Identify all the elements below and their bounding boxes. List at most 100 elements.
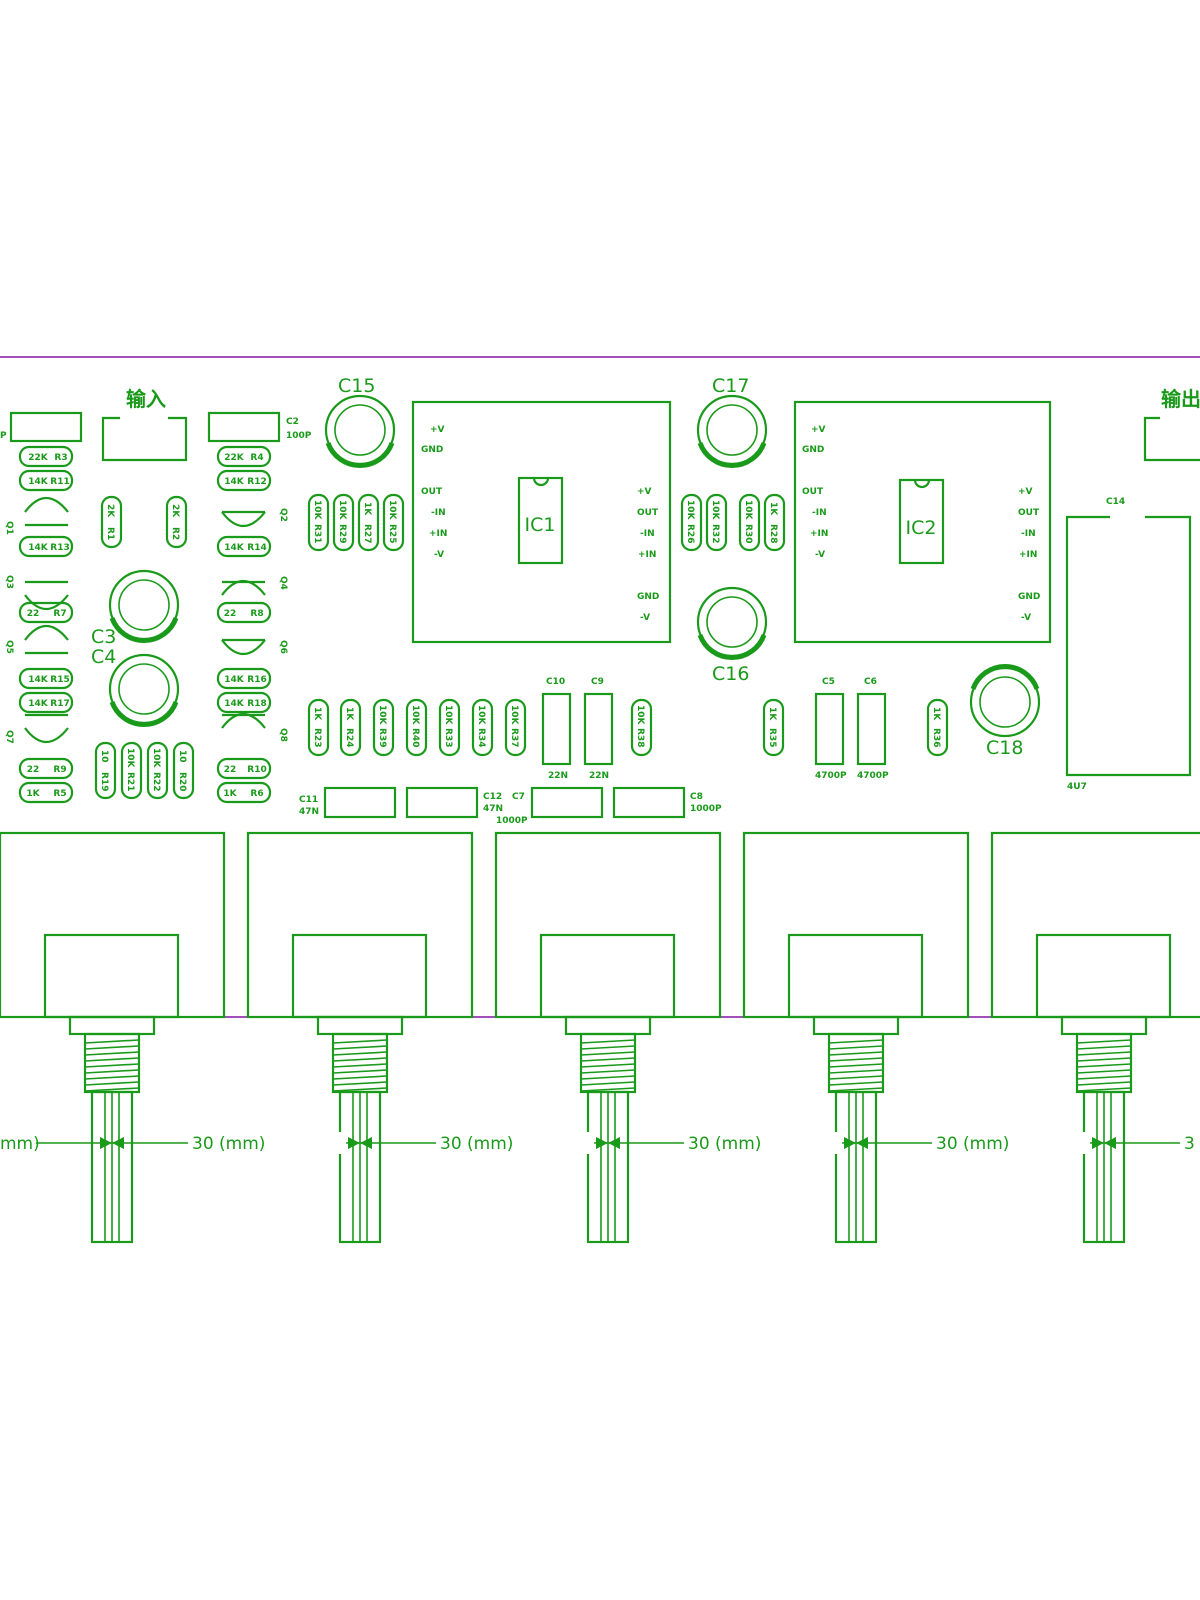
cap-label: C4 xyxy=(91,646,116,668)
ic1-chip xyxy=(517,476,564,565)
resistor-r18 xyxy=(216,691,272,714)
c2-ref: C2 xyxy=(286,417,299,427)
potentiometer-row xyxy=(0,831,1200,1244)
ic-pin-label: GND xyxy=(421,445,443,455)
dimension-label: 30 (mm) xyxy=(688,1134,761,1154)
pot-thread-line xyxy=(580,1063,636,1068)
resistor-value: 14K xyxy=(28,477,49,487)
cap-value: 4700P xyxy=(815,771,847,781)
pot-thread-line xyxy=(828,1081,884,1086)
cap-label: C3 xyxy=(91,626,116,648)
resistor-ref: R22 xyxy=(151,772,161,791)
transistor-label: Q2 xyxy=(278,508,288,522)
pot-thread-line xyxy=(828,1057,884,1062)
transistor-label: Q3 xyxy=(4,575,14,589)
potentiometer xyxy=(0,831,226,1244)
pot-thread-line xyxy=(332,1051,388,1056)
ic-pin-label: -V xyxy=(1021,613,1031,623)
resistor-ref: R31 xyxy=(312,524,322,543)
dimension-label-bg xyxy=(0,1132,36,1154)
pot-body xyxy=(494,831,722,1019)
resistor-r19 xyxy=(94,741,117,800)
resistor-row-bottom: 1K R23 1K R24 10K R39 10K R40 10K R33 10… xyxy=(307,698,949,757)
resistor-group-r25-r31: 10K R31 10K R29 1K R27 10K R25 xyxy=(307,493,405,552)
film-cap-c7 xyxy=(530,786,604,819)
resistor-r24 xyxy=(339,698,362,757)
pot-bushing-nut xyxy=(316,1015,404,1036)
pot-thread-line xyxy=(332,1087,388,1092)
resistor-value: 10K xyxy=(509,705,519,726)
pot-thread-line xyxy=(828,1063,884,1068)
cap-ref: C10 xyxy=(546,677,565,687)
resistor-value: 1K xyxy=(362,502,372,516)
resistor-r29 xyxy=(332,493,355,552)
resistor-value: 1K xyxy=(767,707,777,721)
ic-pin-label: -V xyxy=(815,550,825,560)
resistor-ref: R7 xyxy=(53,609,66,619)
pot-thread-line xyxy=(1076,1075,1132,1080)
dimension-arrow xyxy=(844,1137,856,1149)
film-caps-c10-c9: C10 22N C9 22N xyxy=(541,677,614,781)
resistor-r2: 2K R2 xyxy=(165,495,188,549)
ic1-module-outline xyxy=(411,400,672,644)
pot-thread-line xyxy=(332,1063,388,1068)
resistor-value: 14K xyxy=(224,699,245,709)
ic-pin-label: +V xyxy=(430,425,445,435)
pot-thread-line xyxy=(332,1039,388,1044)
resistor-ref: R4 xyxy=(250,453,263,463)
ic-pin-label: GND xyxy=(802,445,824,455)
resistor-value: 22 xyxy=(27,609,40,619)
resistor-ref: R27 xyxy=(362,524,372,543)
film-cap-c10 xyxy=(541,692,572,766)
resistor-r8 xyxy=(216,601,272,624)
resistor-r3 xyxy=(18,445,74,468)
cap-ref: C5 xyxy=(822,677,835,687)
resistor-value: 22 xyxy=(224,609,237,619)
resistor-value: 10K xyxy=(410,705,420,726)
transistors-right: Q2 Q4 Q6 Q8 xyxy=(221,508,288,742)
ic-pin-label: OUT xyxy=(421,487,443,497)
pot-thread-line xyxy=(84,1087,140,1092)
resistor-ref: R40 xyxy=(410,728,420,747)
pot-thread-line xyxy=(1076,1045,1132,1050)
resistor-r35 xyxy=(762,698,785,757)
resistor-ref: R1 xyxy=(105,527,115,540)
resistor-value: 10K xyxy=(151,748,161,769)
pot-body xyxy=(0,831,226,1019)
resistor-ref: R26 xyxy=(685,524,695,543)
resistor-column-left: 22K R3 14K R11 14K R13 22 R7 14K R15 14K… xyxy=(18,445,74,804)
film-cap-c8 xyxy=(612,786,686,819)
ic-pin-label: OUT xyxy=(802,487,824,497)
electrolytic-cap-c17: C17 xyxy=(696,375,768,469)
resistor-ref: R8 xyxy=(250,609,263,619)
resistor-r11 xyxy=(18,469,74,492)
cap-ref: C12 xyxy=(483,792,502,802)
pot-thread-line xyxy=(1076,1069,1132,1074)
resistor-value: 10K xyxy=(476,705,486,726)
resistor-ref: R6 xyxy=(250,789,263,799)
cap-ref: C6 xyxy=(864,677,877,687)
pot-thread-line xyxy=(84,1045,140,1050)
resistor-value: 10K xyxy=(710,500,720,521)
cap-ref: C11 xyxy=(299,795,318,805)
resistor-ref: R10 xyxy=(247,765,266,775)
pot-thread-line xyxy=(84,1039,140,1044)
pot-body xyxy=(742,831,970,1019)
film-cap-c9 xyxy=(583,692,614,766)
resistor-value: 22K xyxy=(28,453,49,463)
resistor-ref: R14 xyxy=(247,543,266,553)
c2-value: 100P xyxy=(286,431,312,441)
pot-thread-line xyxy=(332,1045,388,1050)
resistor-r21 xyxy=(120,741,143,800)
resistor-value: 14K xyxy=(224,477,245,487)
dimension-label-bg xyxy=(188,1132,346,1154)
film-caps-c5-c6: C5 4700P C6 4700P xyxy=(814,677,889,781)
cap-value: 1000P xyxy=(496,816,528,826)
dimension-label-bg xyxy=(684,1132,842,1154)
pot-inner-body xyxy=(539,933,676,1019)
resistor-ref: R5 xyxy=(53,789,66,799)
resistor-ref: R38 xyxy=(635,728,645,747)
resistor-r27 xyxy=(357,493,380,552)
cap-value: 4U7 xyxy=(1067,782,1087,792)
ic-pin-label: +IN xyxy=(810,529,828,539)
